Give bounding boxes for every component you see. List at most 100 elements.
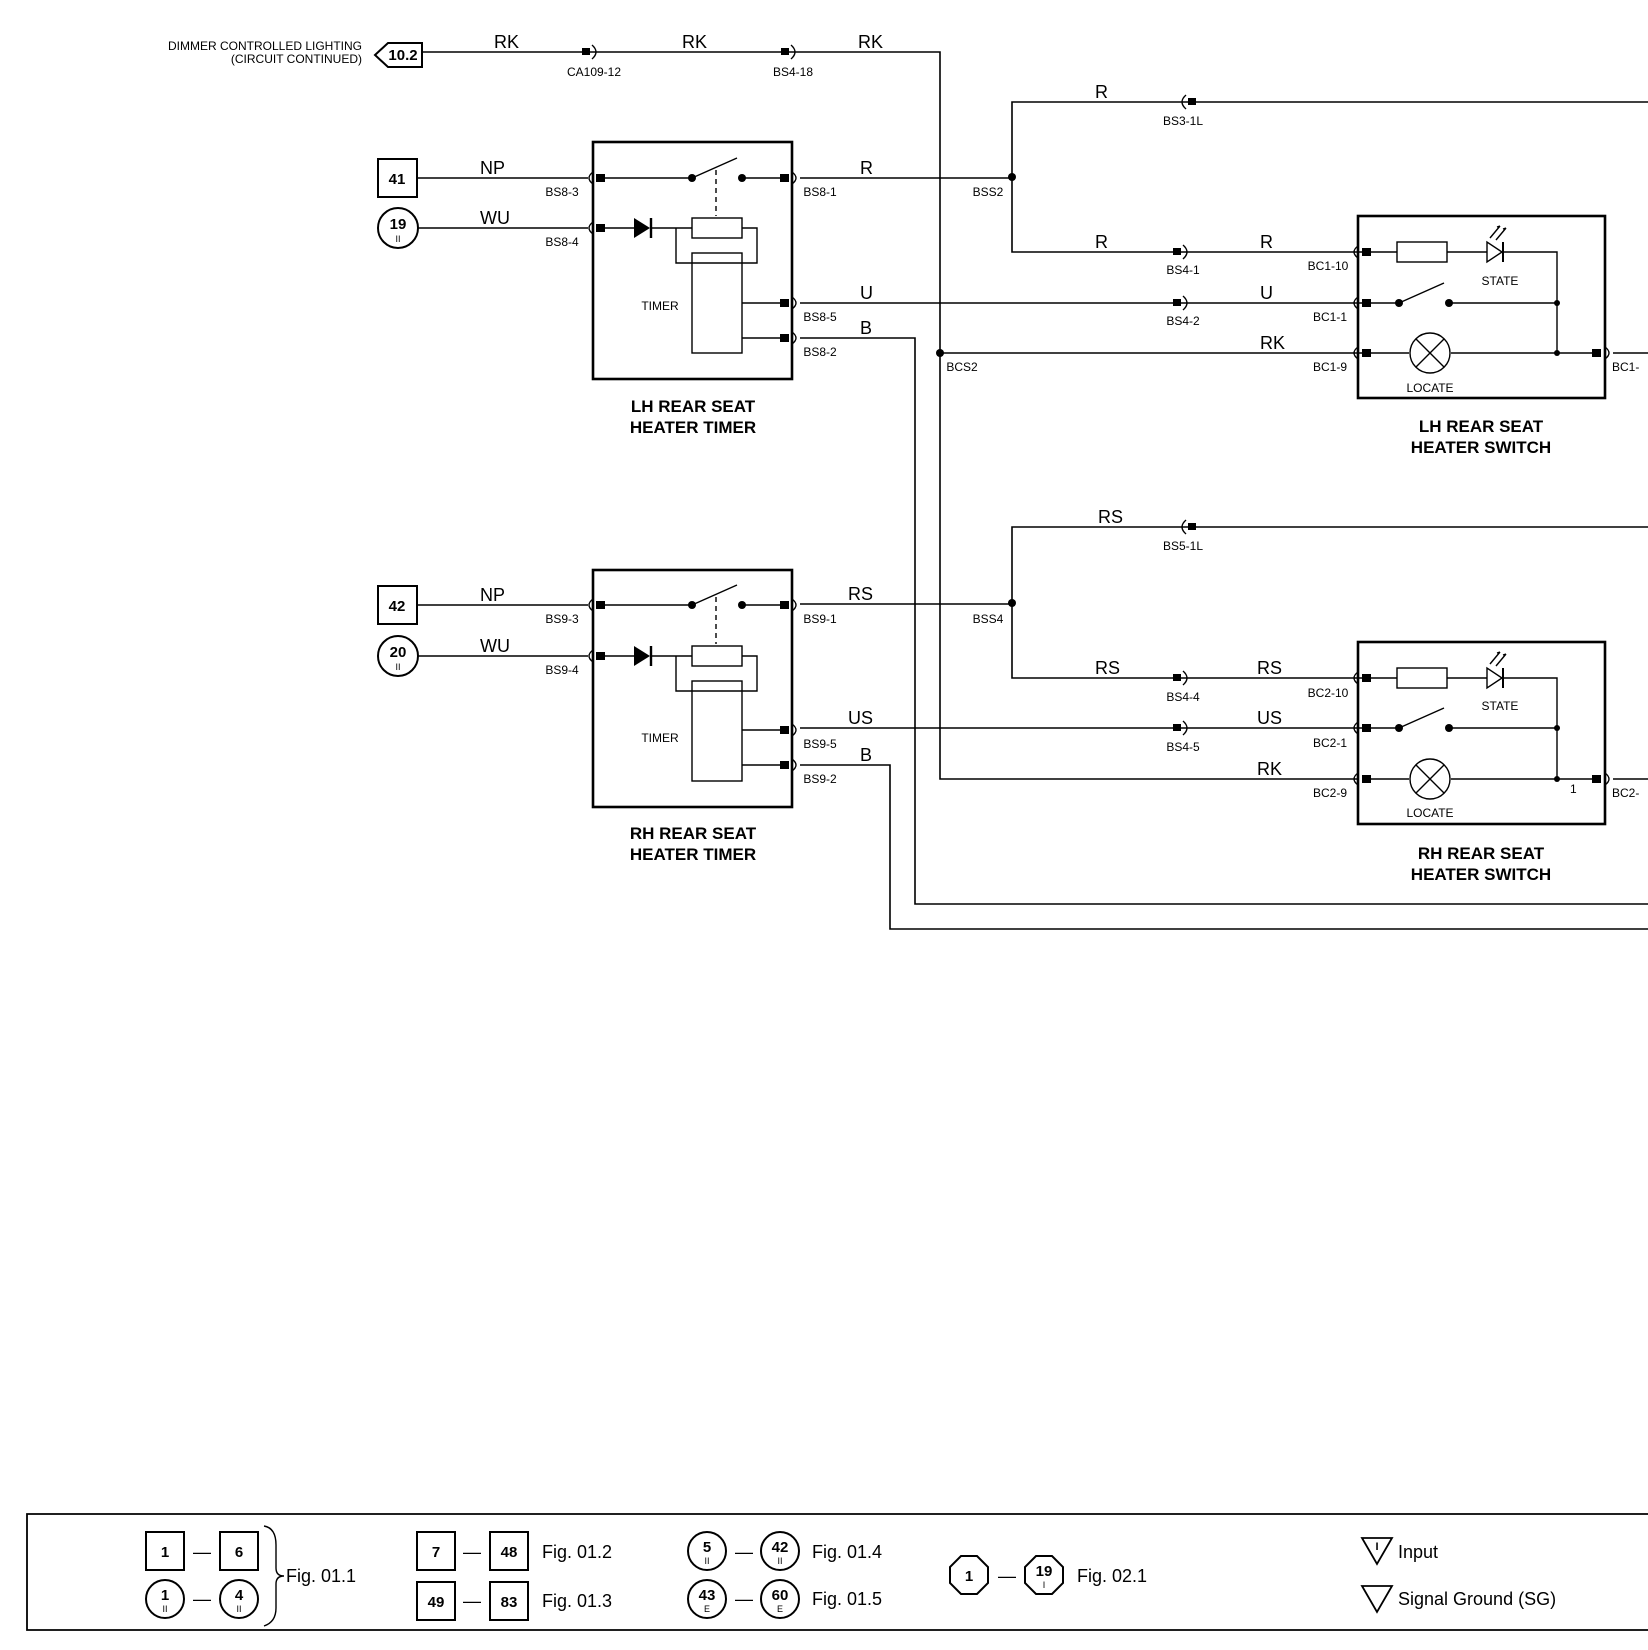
connector-bs9-1: BS9-1 (803, 612, 837, 626)
legend-g6-b: 19 (1036, 1563, 1053, 1580)
r-wire-lh-down (1011, 177, 1362, 253)
pin-socket (588, 171, 594, 185)
rh-locate-label: LOCATE (1406, 806, 1453, 820)
connector-pin (1188, 523, 1196, 530)
legend-dash: — (193, 1542, 211, 1562)
timer-module-icon (691, 680, 743, 782)
ref-box-42-label: 42 (389, 598, 406, 615)
lh-timer-inner-label: TIMER (641, 299, 679, 313)
wire-color-r-lh2: R (1095, 232, 1108, 252)
legend-g3-fig: Fig. 01.3 (542, 1591, 612, 1611)
rh-pin-mark: 1 (1570, 782, 1577, 796)
pin-socket (588, 221, 594, 235)
junction-dot (1554, 776, 1560, 782)
legend-octagon-1 (949, 1555, 989, 1595)
legend-box-48 (489, 1531, 529, 1571)
ref-box-41-label: 41 (389, 171, 406, 188)
connector-bs4-5: BS4-5 (1166, 740, 1200, 754)
led-rays-icon (1489, 651, 1507, 667)
pin (780, 601, 789, 609)
connector-bc1-10: BC1-10 (1308, 259, 1349, 273)
legend-frame (26, 1513, 1648, 1631)
led-icon (1486, 240, 1504, 264)
legend-g4-b-sub: II (777, 1556, 782, 1566)
connector-bc1-right: BC1- (1612, 360, 1639, 374)
lh-switch-box (1356, 214, 1607, 400)
pin (1362, 775, 1371, 783)
pin (1362, 674, 1371, 682)
wire-color-rs-rh: RS (848, 584, 873, 604)
offpage-arrow-shape (373, 42, 423, 68)
lh-timer-title-line1: LH REAR SEAT (631, 397, 756, 416)
legend-dash: — (735, 1542, 753, 1562)
pin (780, 299, 789, 307)
connector-bc1-1: BC1-1 (1313, 310, 1347, 324)
switch-blade-icon (691, 157, 738, 179)
rk-wire-top (422, 51, 1358, 780)
pin-socket (1604, 772, 1610, 786)
legend-g1-c: 1 (161, 1587, 169, 1604)
connector-socket (1182, 244, 1188, 260)
legend-box-7 (416, 1531, 456, 1571)
pin-socket (791, 723, 797, 737)
wire-color-r-top: R (1095, 82, 1108, 102)
wire-color-rk3: RK (858, 32, 883, 52)
pin (596, 652, 605, 660)
diode-icon (634, 218, 650, 238)
wire-color-rs-top: RS (1098, 507, 1123, 527)
legend-circle-4 (219, 1579, 259, 1619)
pin-socket (588, 649, 594, 663)
pin (1362, 248, 1371, 256)
legend-dash: — (193, 1589, 211, 1609)
legend-input-label: Input (1398, 1542, 1438, 1562)
connector-bs8-5: BS8-5 (803, 310, 837, 324)
lh-switch-title-line2: HEATER SWITCH (1411, 438, 1551, 457)
wire-color-rk-lh: RK (1260, 333, 1285, 353)
wire-color-b-rh: B (860, 745, 872, 765)
b-wire-rh (800, 764, 1648, 930)
splice-bcs2 (936, 349, 944, 357)
legend-g2-fig: Fig. 01.2 (542, 1542, 612, 1562)
legend-g1-d: 4 (235, 1587, 244, 1604)
legend-box-83 (489, 1581, 529, 1621)
r-wire-top (1011, 101, 1648, 177)
wire-color-np-rh: NP (480, 585, 505, 605)
legend-dash: — (463, 1542, 481, 1562)
legend-dash: — (463, 1591, 481, 1611)
lamp-icon (1409, 332, 1451, 374)
connector-bc1-9: BC1-9 (1313, 360, 1347, 374)
ref-circle-19-sub: II (395, 234, 400, 244)
connector-bc2-1: BC2-1 (1313, 736, 1347, 750)
lamp-icon (1409, 758, 1451, 800)
junction-dot (1554, 300, 1560, 306)
connector-socket (1182, 670, 1188, 686)
connector-pin (582, 48, 590, 55)
legend-g2-a: 7 (432, 1544, 440, 1561)
wire-color-u-lh: U (860, 283, 873, 303)
legend-g1-c-sub: II (162, 1604, 167, 1614)
offpage-text-line1: DIMMER CONTROLLED LIGHTING (168, 39, 362, 53)
connector-bs9-4: BS9-4 (545, 663, 579, 677)
connector-pin (1173, 724, 1181, 731)
pin-socket (1353, 772, 1359, 786)
connector-bs4-2: BS4-2 (1166, 314, 1200, 328)
pin (780, 334, 789, 342)
wire-color-rk2: RK (682, 32, 707, 52)
rh-rear-seat-heater-switch: BC2-10 BC2-1 BC2-9 STATE LOCATE 1 (1308, 640, 1610, 826)
legend-input-mark: I (1375, 1541, 1378, 1553)
ref-circle-19-num: 19 (390, 216, 407, 233)
switch-blade-icon (691, 584, 738, 606)
wire-color-rk1: RK (494, 32, 519, 52)
connector-bc2-10: BC2-10 (1308, 686, 1349, 700)
pin-socket (588, 598, 594, 612)
switch-blade-icon (1398, 707, 1445, 729)
pin-socket (791, 598, 797, 612)
connector-pin (1173, 674, 1181, 681)
connector-socket (1182, 295, 1188, 311)
pin (1362, 299, 1371, 307)
connector-bs9-3: BS9-3 (545, 612, 579, 626)
connector-bs4-4: BS4-4 (1166, 690, 1200, 704)
rh-switch-title-line1: RH REAR SEAT (1418, 844, 1545, 863)
diode-icon (634, 646, 650, 666)
connector-socket (1181, 519, 1187, 535)
